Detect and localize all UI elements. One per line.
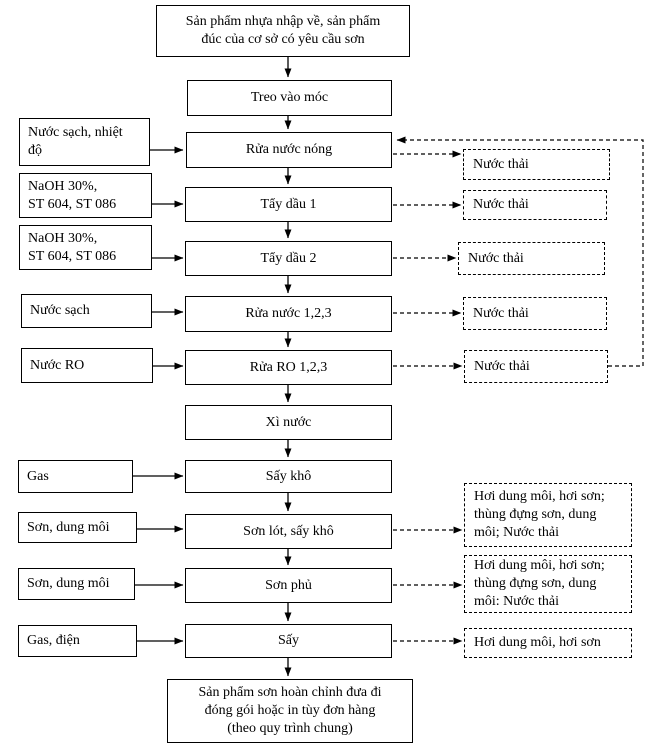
node-tay-dau-1: Tẩy dầu 1 xyxy=(185,187,392,222)
output-nuoc-thai-4: Nước thải xyxy=(463,297,607,330)
node-rua-ro-123: Rửa RO 1,2,3 xyxy=(185,350,392,385)
recycle-dashed-line xyxy=(396,136,644,367)
node-xi-nuoc: Xì nước xyxy=(185,405,392,440)
output-dashed-arrows xyxy=(393,150,463,645)
input-son-dung-moi-2: Sơn, dung môi xyxy=(18,568,135,600)
node-say: Sấy xyxy=(185,624,392,658)
node-tay-dau-2: Tẩy dầu 2 xyxy=(185,241,392,276)
output-hoi-dung-moi-1: Hơi dung môi, hơi sơn; thùng đựng sơn, d… xyxy=(464,483,632,547)
input-gas-dien: Gas, điện xyxy=(18,625,137,657)
input-naoh-1: NaOH 30%, ST 604, ST 086 xyxy=(19,173,152,218)
node-say-kho: Sấy khô xyxy=(185,460,392,493)
node-start: Sản phẩm nhựa nhập về, sản phẩm đúc của … xyxy=(156,5,410,57)
input-gas: Gas xyxy=(18,460,133,493)
node-treo-vao-moc: Treo vào móc xyxy=(187,80,392,116)
input-naoh-2: NaOH 30%, ST 604, ST 086 xyxy=(19,225,152,270)
output-hoi-dung-moi-2: Hơi dung môi, hơi sơn; thùng đựng sơn, d… xyxy=(464,555,632,613)
node-son-lot-say-kho: Sơn lót, sấy khô xyxy=(185,514,392,549)
node-end: Sản phẩm sơn hoàn chỉnh đưa đi đóng gói … xyxy=(167,679,413,743)
input-nuoc-sach-nhiet-do: Nước sạch, nhiệt độ xyxy=(19,118,150,166)
output-hoi-dung-moi-3: Hơi dung môi, hơi sơn xyxy=(464,628,632,658)
output-nuoc-thai-3: Nước thải xyxy=(458,242,605,275)
node-son-phu: Sơn phủ xyxy=(185,568,392,603)
output-nuoc-thai-2: Nước thải xyxy=(463,190,607,220)
node-rua-nuoc-123: Rửa nước 1,2,3 xyxy=(185,296,392,332)
input-son-dung-moi-1: Sơn, dung môi xyxy=(18,512,137,543)
output-nuoc-thai-5: Nước thải xyxy=(464,350,608,383)
output-nuoc-thai-1: Nước thải xyxy=(463,149,610,180)
input-arrows xyxy=(133,146,184,645)
node-rua-nuoc-nong: Rửa nước nóng xyxy=(186,132,392,168)
input-nuoc-sach: Nước sạch xyxy=(21,294,152,328)
input-nuoc-ro: Nước RO xyxy=(21,348,153,383)
